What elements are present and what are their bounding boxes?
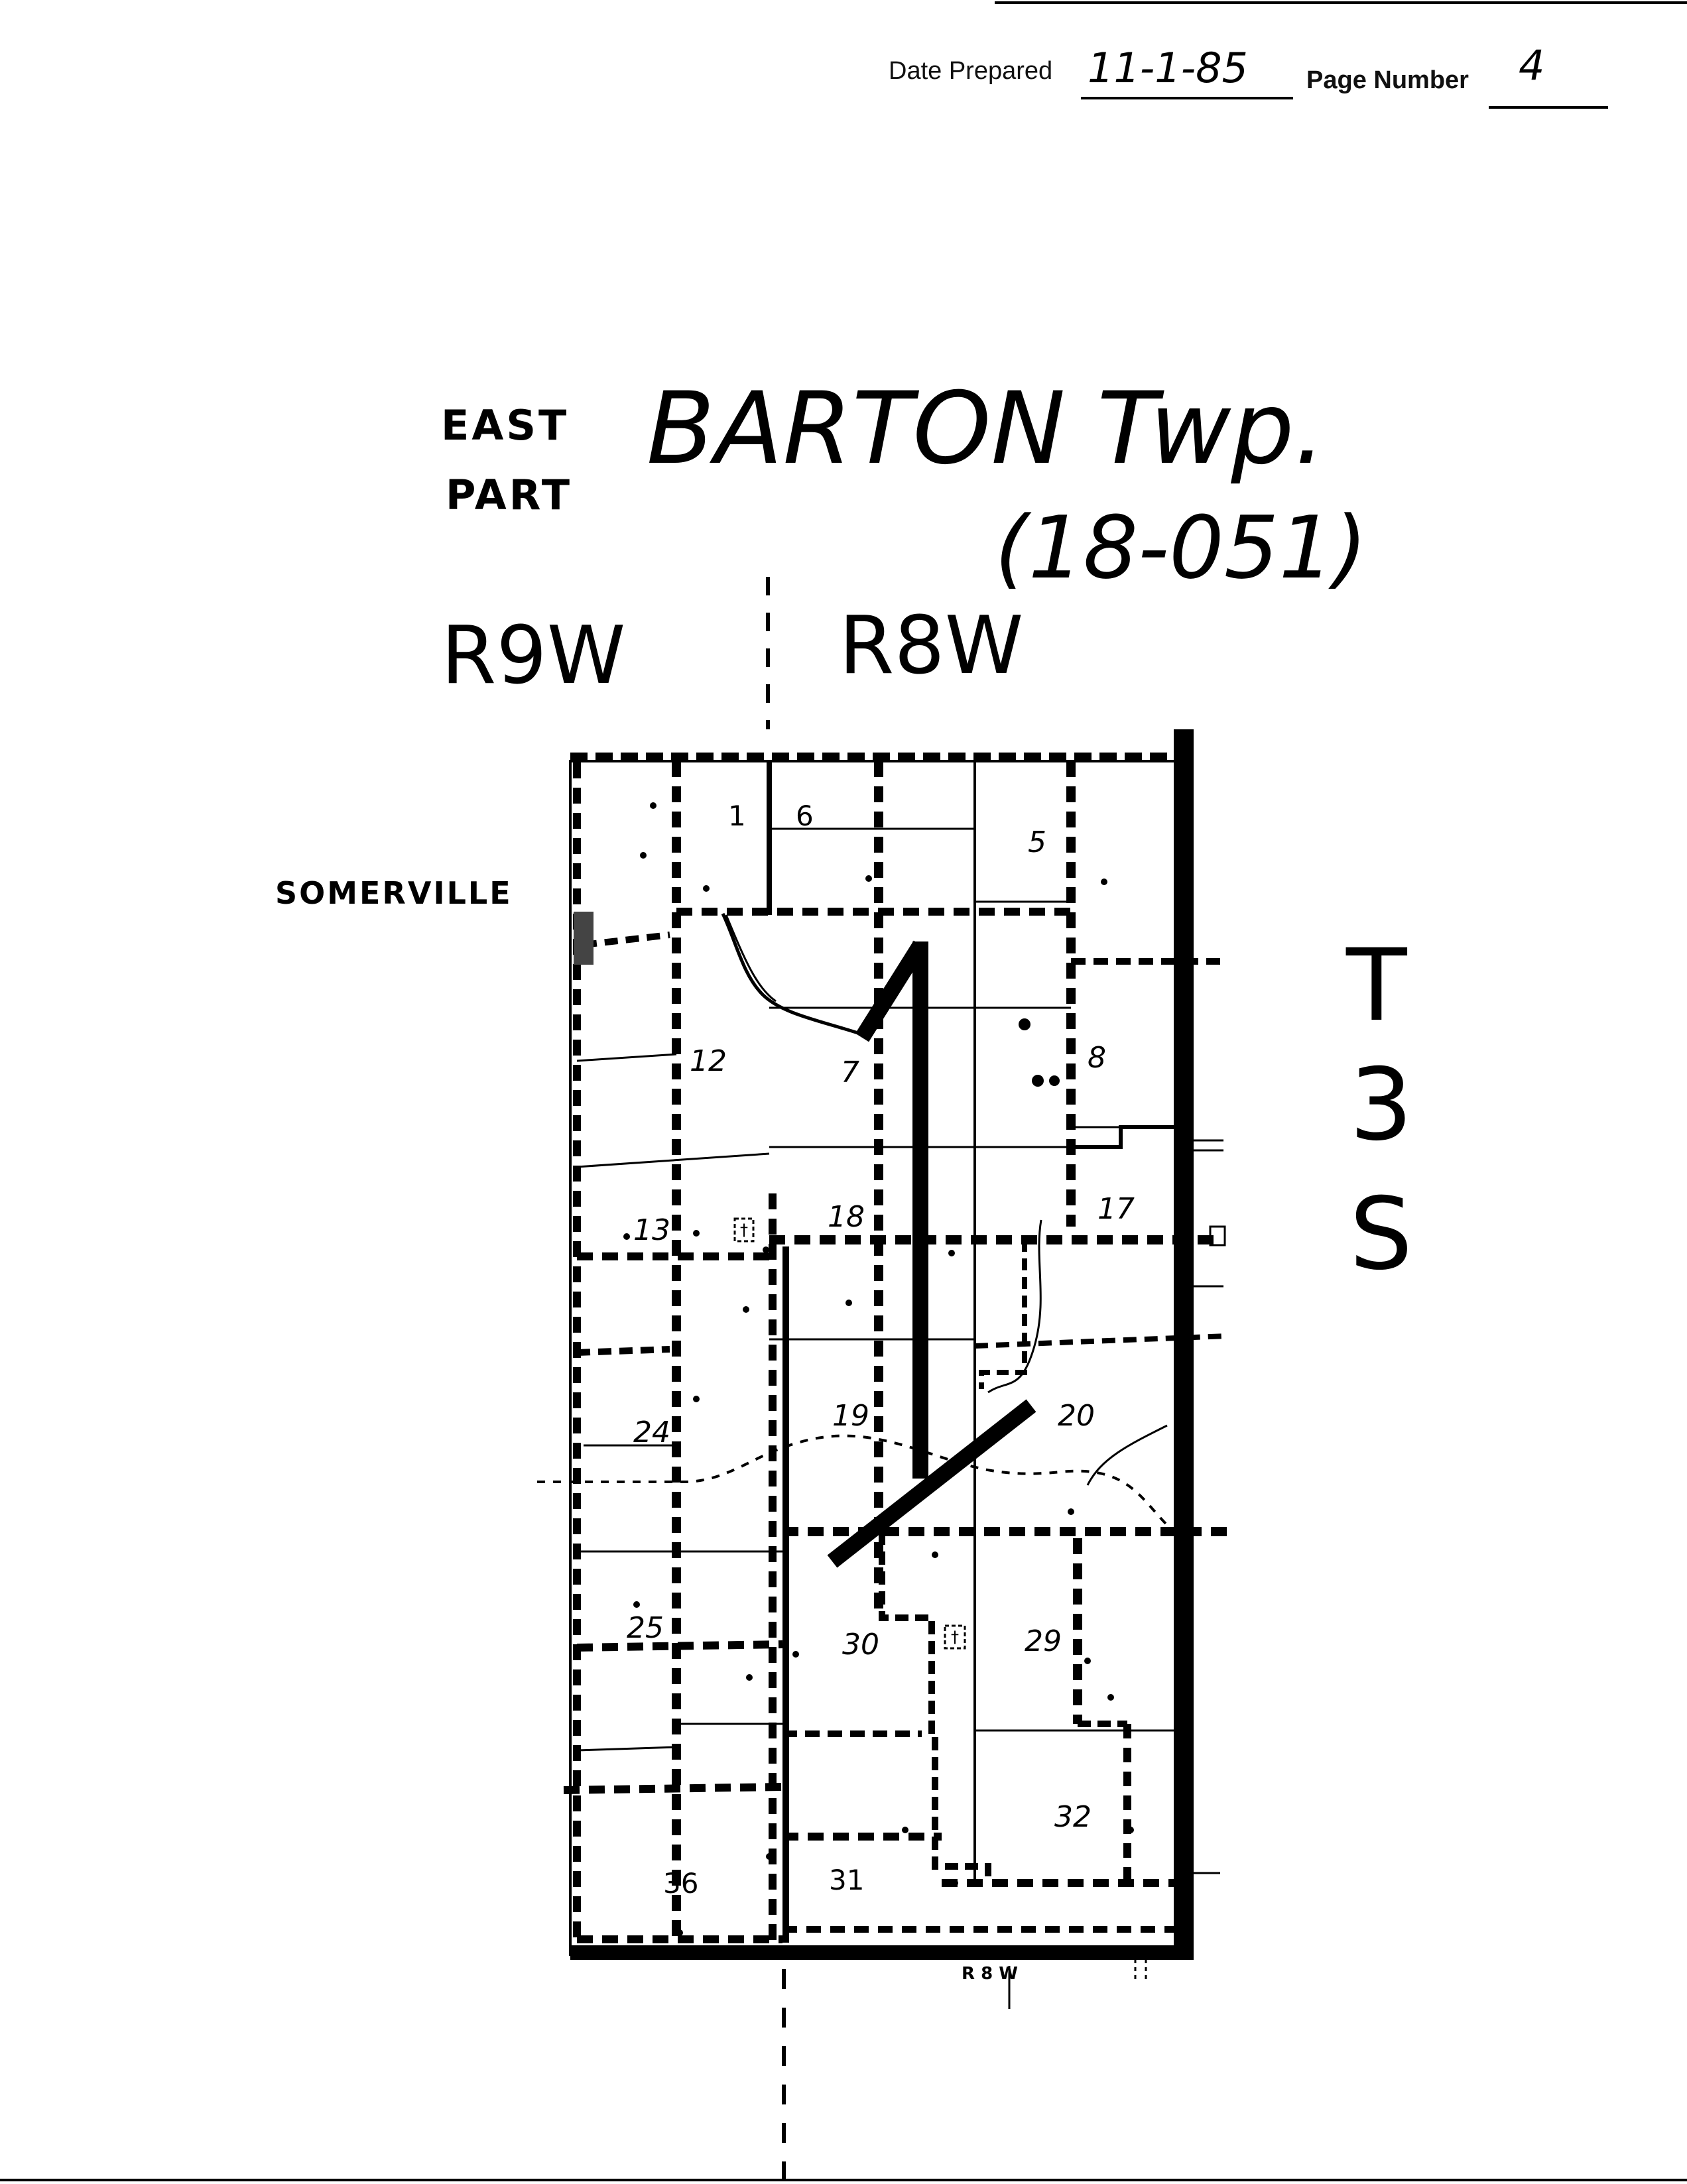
page-underline bbox=[1489, 106, 1608, 109]
range-left-label: R9W bbox=[441, 610, 626, 702]
section-13: 13 bbox=[633, 1213, 670, 1247]
section-25: 25 bbox=[627, 1611, 664, 1645]
document-header: Date Prepared 11-1-85 Page Number 4 bbox=[889, 41, 1618, 113]
township-name: BARTON Twp. bbox=[647, 371, 1326, 487]
somerville-parcel bbox=[574, 912, 594, 965]
section-19: 19 bbox=[832, 1399, 869, 1433]
section-29: 29 bbox=[1025, 1624, 1062, 1658]
page-number-value: 4 bbox=[1519, 41, 1545, 90]
page-number-label: Page Number bbox=[1306, 66, 1469, 94]
cemetery-icon bbox=[733, 1217, 755, 1243]
place-somerville: SOMERVILLE bbox=[275, 875, 513, 911]
section-31: 31 bbox=[829, 1864, 864, 1896]
section-20: 20 bbox=[1058, 1399, 1095, 1433]
township-letter-s: S bbox=[1349, 1177, 1413, 1292]
range-right-label: R8W bbox=[839, 600, 1024, 692]
township-code: (18-051) bbox=[995, 497, 1367, 598]
township-number: 3 bbox=[1349, 1048, 1413, 1163]
dwelling-dots bbox=[623, 802, 1134, 1936]
township-letter-t: T bbox=[1346, 928, 1407, 1044]
stepped-boundary-mid bbox=[979, 1240, 1027, 1389]
section-7: 7 bbox=[841, 1056, 859, 1089]
section-6: 6 bbox=[796, 800, 814, 832]
stepped-boundary-south bbox=[879, 1532, 991, 1883]
section-1: 1 bbox=[728, 800, 746, 832]
section-24: 24 bbox=[633, 1416, 670, 1449]
east-label: EAST bbox=[441, 401, 570, 450]
section-8: 8 bbox=[1088, 1041, 1106, 1075]
section-5: 5 bbox=[1028, 825, 1046, 859]
cemetery-icon bbox=[944, 1624, 966, 1650]
highway-spur bbox=[855, 940, 928, 1042]
section-12: 12 bbox=[690, 1044, 727, 1078]
date-prepared-label: Date Prepared bbox=[889, 57, 1053, 85]
section-17: 17 bbox=[1097, 1192, 1135, 1226]
section-30: 30 bbox=[842, 1628, 879, 1662]
svg-text:†: † bbox=[740, 1221, 748, 1239]
date-underline bbox=[1081, 97, 1293, 99]
svg-text:†: † bbox=[951, 1628, 959, 1646]
highway-diagonal bbox=[827, 1399, 1036, 1568]
section-18: 18 bbox=[828, 1200, 865, 1234]
date-prepared-value: 11-1-85 bbox=[1088, 44, 1248, 92]
creek-east bbox=[987, 1219, 1042, 1394]
horizontal-roads bbox=[563, 908, 1227, 1943]
creek-north bbox=[721, 912, 863, 1036]
section-32: 32 bbox=[1054, 1800, 1092, 1834]
section-36: 36 bbox=[663, 1867, 698, 1900]
part-label: PART bbox=[446, 471, 572, 519]
